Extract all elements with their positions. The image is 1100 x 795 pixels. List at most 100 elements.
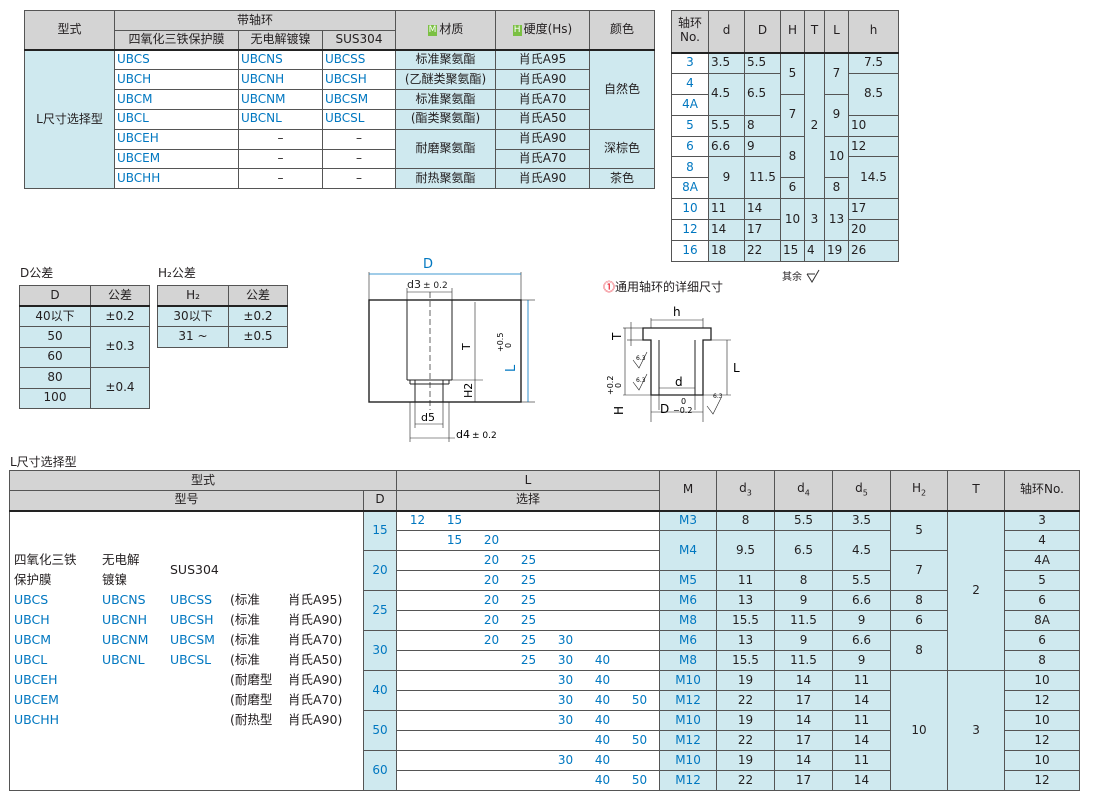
d3-cell: 13 xyxy=(716,590,776,611)
collar-no-cell: 10 xyxy=(1004,750,1081,771)
D-cell: 40 xyxy=(362,670,398,711)
M-cell: M8 xyxy=(659,610,718,631)
cell: 17 xyxy=(744,219,781,242)
header-D: D xyxy=(744,10,781,53)
cell: 14.5 xyxy=(848,156,899,200)
material-cell: 耐热聚氨酯 xyxy=(395,168,496,190)
roughness-value: 6.3 xyxy=(713,393,723,400)
cell: 5 xyxy=(780,52,805,95)
col-h1: 四氧化三铁保护膜 xyxy=(14,551,77,587)
dim-D: D xyxy=(423,257,433,272)
l-value: 50 xyxy=(631,692,648,707)
l-value: 20 xyxy=(483,552,500,567)
d3-cell: 13 xyxy=(716,630,776,651)
collar-no-cell: 5 xyxy=(1004,570,1081,591)
model-cell: UBCHH xyxy=(114,168,239,190)
model-cell: UBCH xyxy=(114,69,239,91)
d3-cell: 22 xyxy=(716,770,776,791)
M-cell: M10 xyxy=(659,670,718,691)
cell: 3.5 xyxy=(708,52,745,74)
l-value: 30 xyxy=(557,752,574,767)
header-T: T xyxy=(804,10,825,53)
l-value: 40 xyxy=(594,772,611,787)
d3-cell: 8 xyxy=(716,510,776,531)
model-hardness: 肖氏A90) xyxy=(288,611,343,627)
dim-T: T xyxy=(610,332,624,341)
hardness-cell: 肖氏A50 xyxy=(495,108,590,130)
cell: 40以下 xyxy=(19,305,91,327)
cell: 13 xyxy=(824,198,849,242)
model-type: (标准 xyxy=(230,591,260,607)
model-cell: UBCEM xyxy=(114,148,239,170)
collar-no-cell: 6 xyxy=(671,135,709,158)
M-cell: M6 xyxy=(659,590,718,611)
cell: 4.5 xyxy=(708,72,745,116)
dim-H-tol-up: +0.2 xyxy=(606,376,615,395)
cell: ±0.2 xyxy=(228,305,288,327)
d4-cell: 5.5 xyxy=(774,510,834,531)
l-options: 25 30 40 xyxy=(396,650,661,671)
l-value: 20 xyxy=(483,592,500,607)
cell: 17 xyxy=(848,198,899,221)
d3-cell: 22 xyxy=(716,730,776,751)
header-tolerance: 公差 xyxy=(228,285,288,307)
l-value: 20 xyxy=(483,532,500,547)
l-value: 50 xyxy=(631,772,648,787)
col-h3: SUS304 xyxy=(170,561,219,577)
cell: 9 xyxy=(744,135,781,158)
header-collar-no: 轴环No. xyxy=(1004,470,1081,511)
model-c: UBCSH xyxy=(170,611,214,627)
l-value: 30 xyxy=(557,652,574,667)
model-cell: UBCSM xyxy=(322,89,396,110)
collar-no-cell: 6 xyxy=(1004,630,1081,651)
H2-cell: 10 xyxy=(890,670,949,791)
M-cell: M8 xyxy=(659,650,718,671)
M-cell: M6 xyxy=(659,630,718,651)
row-label: L尺寸选择型 xyxy=(24,49,115,190)
dim-d3: d3± 0.2 xyxy=(407,278,448,291)
cell: 3 xyxy=(804,198,825,242)
hardness-badge-icon: H xyxy=(512,25,522,37)
cell: 11 xyxy=(708,198,745,221)
cell: ±0.2 xyxy=(90,305,150,327)
cell: 8 xyxy=(780,135,805,179)
cell: 2 xyxy=(804,51,825,200)
d5-cell: 9 xyxy=(832,610,892,631)
collar-no-cell: 4A xyxy=(1004,550,1081,571)
dim-L-tol-up: +0.5 xyxy=(496,333,505,352)
header-black-oxide: 四氧化三铁保护膜 xyxy=(114,29,239,51)
model-type: (标准 xyxy=(230,611,260,627)
l-value: 20 xyxy=(483,572,500,587)
header-M: M xyxy=(659,470,718,511)
collar-no-cell: 8A xyxy=(1004,610,1081,631)
model-hardness: 肖氏A90) xyxy=(288,711,343,727)
l-value: 30 xyxy=(557,692,574,707)
model-a: UBCEH xyxy=(14,671,58,687)
l-value: 25 xyxy=(520,652,537,667)
collar-no-cell: 10 xyxy=(671,198,709,221)
l-value: 40 xyxy=(594,652,611,667)
cell: 14 xyxy=(744,198,781,221)
model-b: UBCNL xyxy=(102,651,145,667)
cell: 50 xyxy=(19,326,91,348)
cell: 31 ~ xyxy=(157,326,229,348)
D-cell: 25 xyxy=(362,590,398,631)
cell: 80 xyxy=(19,367,91,389)
header-tolerance: 公差 xyxy=(90,285,150,307)
M-cell: M4 xyxy=(659,530,718,571)
color-cell: 深棕色 xyxy=(589,128,655,170)
bushing-outline xyxy=(368,299,522,403)
cell: 18 xyxy=(708,240,745,262)
l-value: 20 xyxy=(483,632,500,647)
header-type: 型式 xyxy=(24,10,115,51)
collar-no-cell: 16 xyxy=(671,240,709,262)
l-value: 12 xyxy=(409,512,426,527)
